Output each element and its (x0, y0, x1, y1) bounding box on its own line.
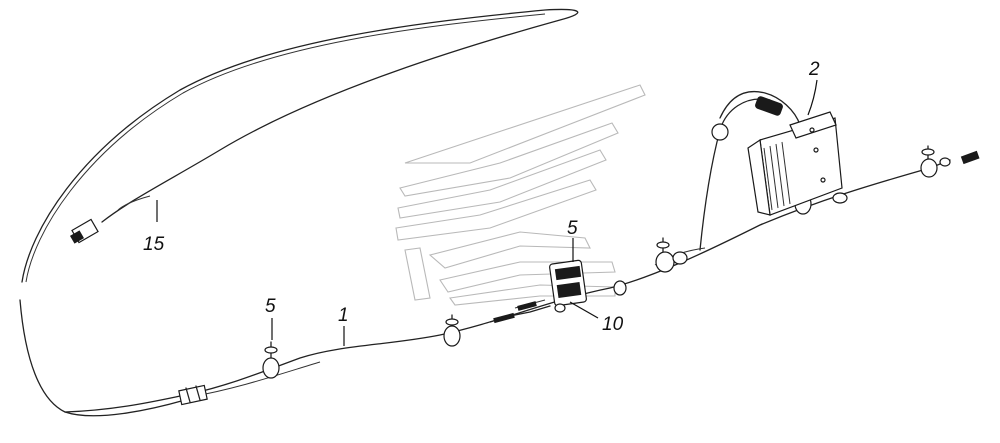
callout-clip-center: 5 (567, 218, 578, 239)
leader-10 (569, 301, 599, 319)
switch-block (489, 259, 587, 324)
heat-sink-fins (763, 141, 791, 211)
antenna-lead (19, 8, 579, 417)
watermark-logo (395, 84, 646, 306)
clip-right-a (655, 237, 688, 273)
callout-antenna-lead: 15 (143, 234, 165, 255)
callout-clip-left: 5 (265, 296, 276, 317)
leader-2 (807, 79, 818, 116)
callout-main-harness: 1 (338, 305, 349, 326)
inline-connector (178, 384, 208, 406)
control-unit (747, 96, 843, 216)
clip-left (262, 341, 280, 379)
callout-switch-block: 10 (602, 314, 624, 335)
callout-control-unit: 2 (808, 59, 820, 80)
clip-mid (443, 314, 461, 347)
grommet-ring (613, 123, 729, 296)
clip-far-right (920, 145, 980, 178)
